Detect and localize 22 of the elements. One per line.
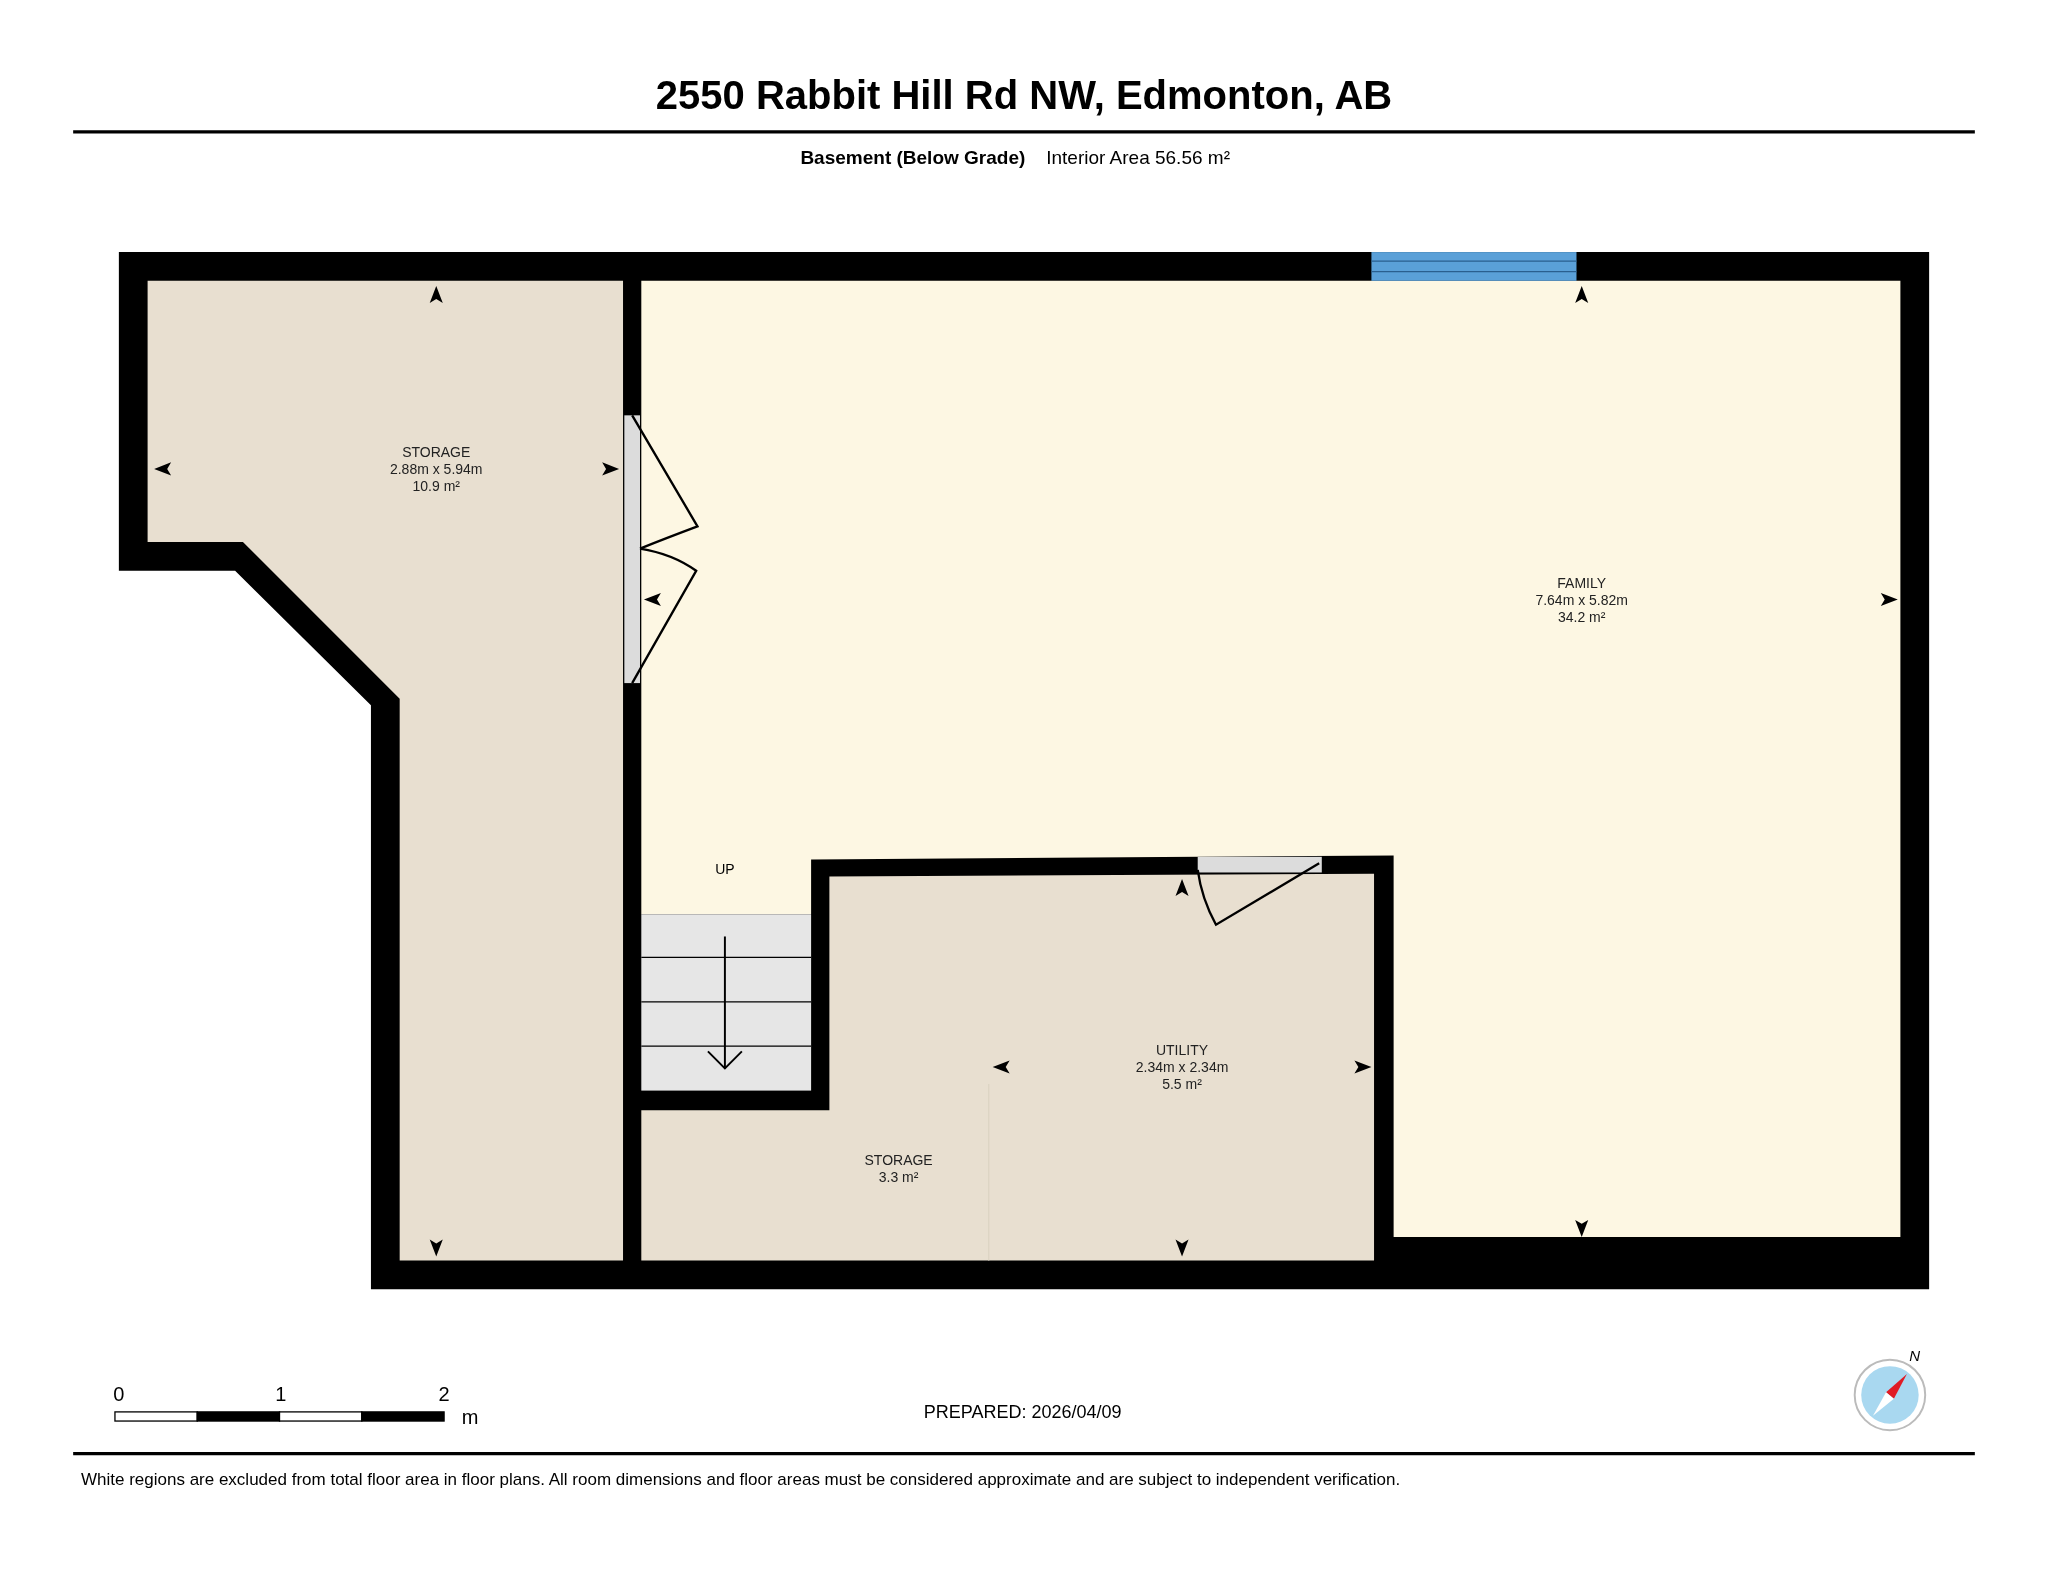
- disclaimer-note: White regions are excluded from total floor area in floor plans. All room dimensions and floor areas must be considered approximate and are subject to independent verification.: [80, 1469, 1401, 1492]
- room-name: FAMILY: [1557, 574, 1607, 591]
- scale-tick-label: 0: [113, 1381, 125, 1407]
- room-name: STORAGE: [864, 1151, 933, 1169]
- scale-tick-label: 1: [275, 1381, 287, 1407]
- room-dimensions: 2.88m x 5.94m: [389, 460, 483, 478]
- room-dimensions: 7.64m x 5.82m: [1535, 591, 1628, 608]
- room-dimensions: 2.34m x 2.34m: [1135, 1058, 1229, 1076]
- interior-area: Interior Area 56.56 m²: [1046, 143, 1230, 173]
- page-title: 2550 Rabbit Hill Rd NW, Edmonton, AB: [654, 72, 1394, 119]
- north-label: N: [1909, 1345, 1921, 1366]
- room-area: 3.3 m²: [878, 1168, 919, 1186]
- room-area: 10.9 m²: [412, 477, 460, 495]
- scale-tick-label: 2: [438, 1381, 450, 1407]
- room-name: UTILITY: [1155, 1041, 1209, 1059]
- scale-unit-label: m: [461, 1405, 479, 1431]
- floor-name: Basement (Below Grade): [800, 145, 1026, 170]
- stair-direction-label: UP: [715, 859, 735, 879]
- room-area: 5.5 m²: [1162, 1075, 1202, 1093]
- prepared-date: PREPARED: 2026/04/09: [923, 1400, 1122, 1424]
- room-name: STORAGE: [402, 443, 471, 461]
- room-area: 34.2 m²: [1557, 608, 1606, 625]
